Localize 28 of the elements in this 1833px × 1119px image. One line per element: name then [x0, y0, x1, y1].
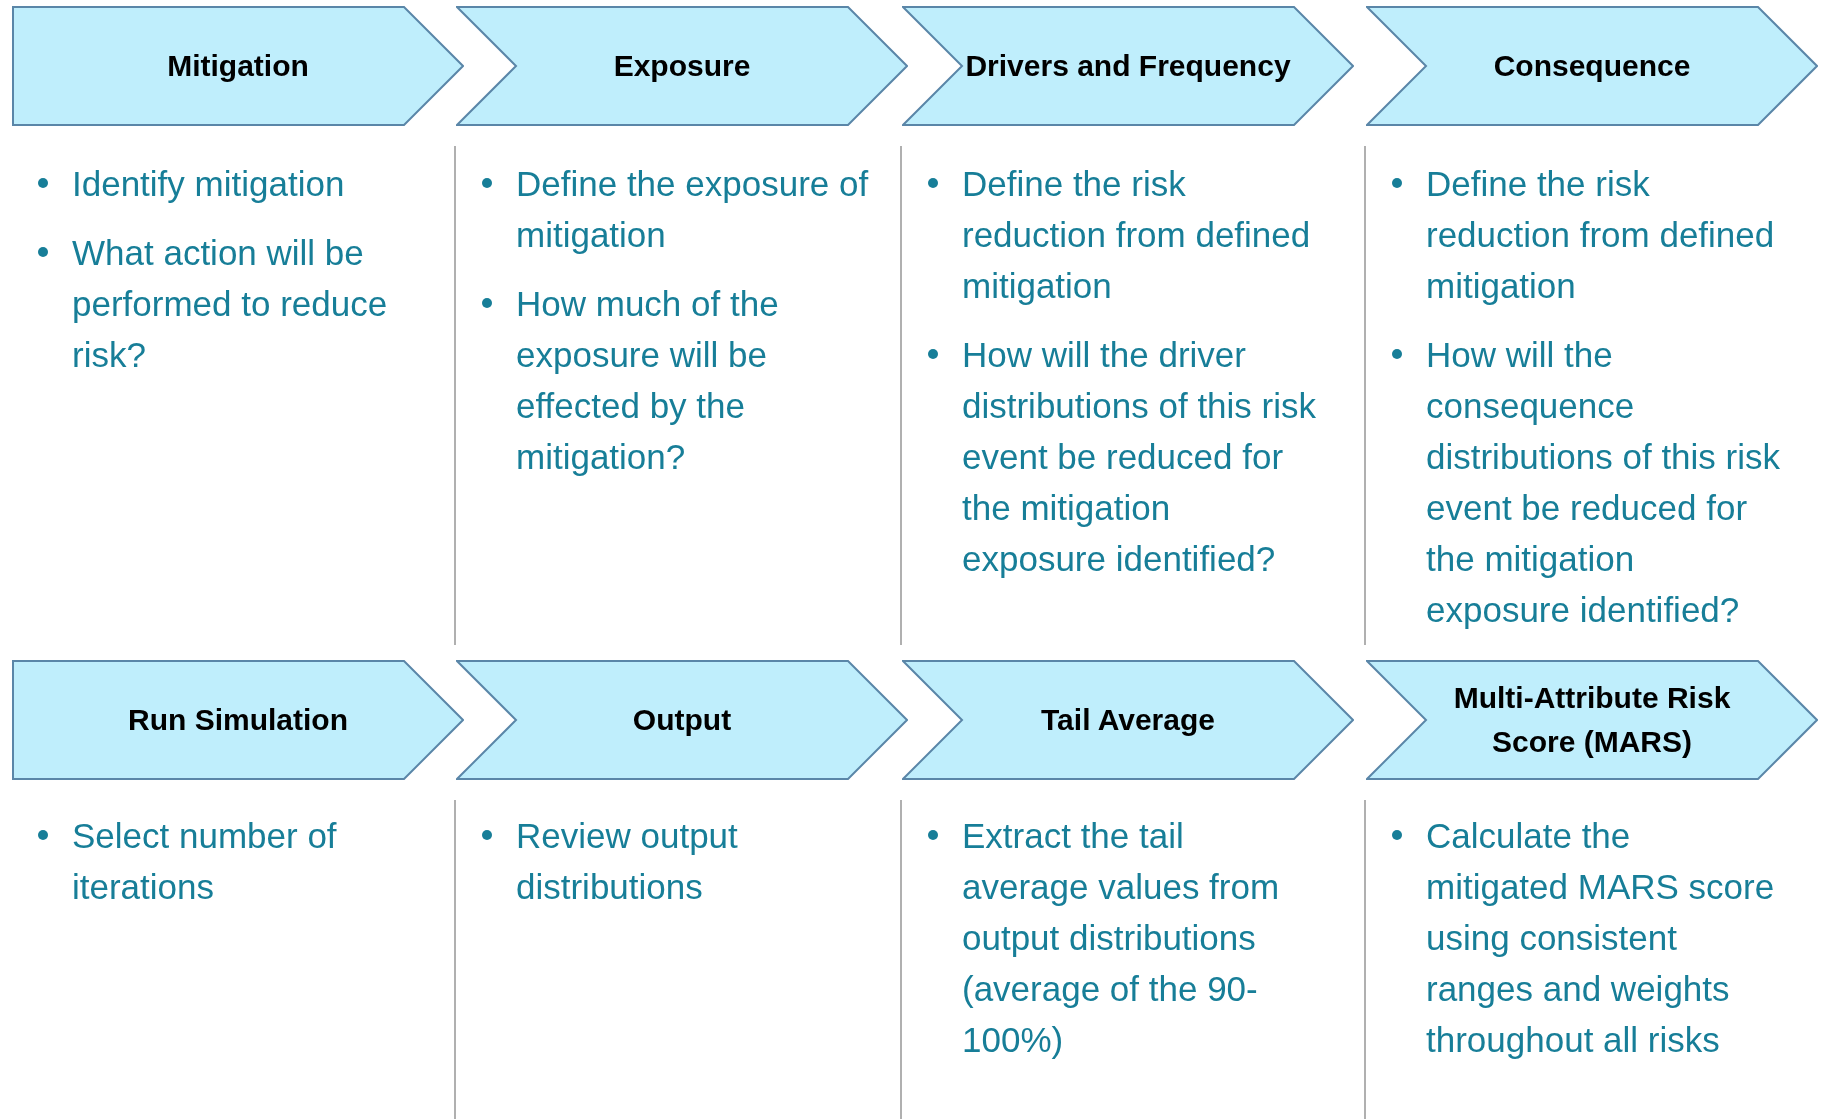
step-title: Output	[632, 702, 732, 738]
step-title: Mitigation	[167, 48, 309, 84]
bullet-text: How will the driver distributions of this risk event be reduced for the mitigation exposure identified?	[962, 334, 1317, 580]
bullet-text: Define the risk reduction from defined mitigation	[962, 163, 1312, 307]
bullet-text: How will the consequence distributions of this risk event be reduced for the mitigation exposure identified?	[1426, 334, 1781, 631]
chevron-step	[12, 6, 464, 126]
step-title: Exposure	[613, 48, 751, 84]
step-title: Drivers and Frequency	[965, 48, 1291, 84]
bullet-text: Review output distributions	[516, 815, 739, 908]
chevron-step	[1366, 6, 1818, 126]
step-title: Consequence	[1493, 48, 1691, 84]
chevron-step	[902, 660, 1354, 780]
chevron-step	[456, 6, 908, 126]
bullet-text: What action will be performed to reduce risk?	[72, 232, 389, 376]
chevron-step	[902, 6, 1354, 126]
chevron-step	[12, 660, 464, 780]
bullet-text: How much of the exposure will be effected by the mitigation?	[516, 283, 780, 478]
bullet-text: Define the exposure of mitigation	[516, 163, 870, 256]
step-title: Tail Average	[1041, 702, 1215, 738]
bullet-text: Identify mitigation	[72, 163, 346, 205]
chevron-step	[1366, 660, 1818, 780]
step-title: Run Simulation	[128, 702, 348, 738]
bullet-text: Define the risk reduction from defined mitigation	[1426, 163, 1776, 307]
bullet-text: Select number of iterations	[72, 815, 338, 908]
chevron-step	[456, 660, 908, 780]
bullet-text: Calculate the mitigated MARS score using consistent ranges and weights throughout all risks	[1426, 815, 1776, 1061]
step-title: Multi-Attribute Risk Score (MARS)	[1452, 680, 1732, 760]
bullet-text: Extract the tail average values from output distributions (average of the 90-100%)	[962, 815, 1281, 1061]
